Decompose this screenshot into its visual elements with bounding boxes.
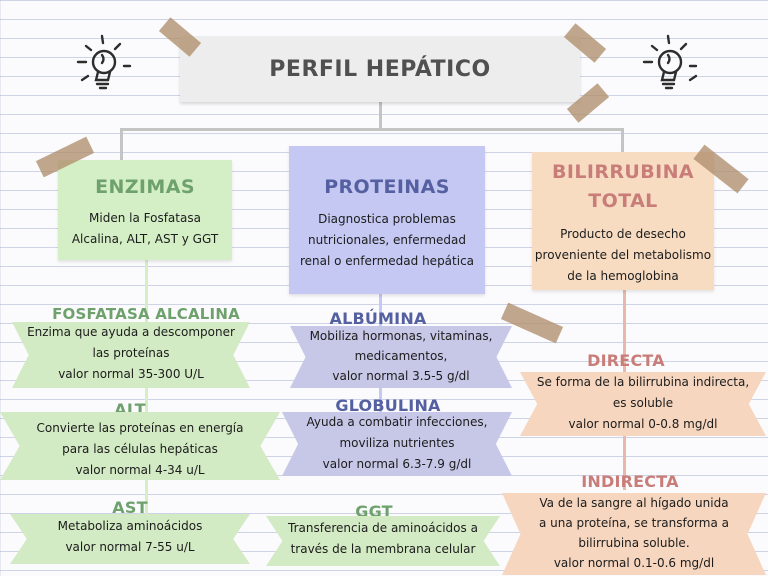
alt-line: para las células hepáticas xyxy=(62,442,218,456)
lightbulb-icon xyxy=(634,28,710,100)
lightbulb-icon xyxy=(58,28,134,100)
globulina-title: GLOBULINA xyxy=(335,396,441,415)
ggt-line: través de la membrana celular xyxy=(290,542,476,556)
alt-ribbon: Convierte las proteínas en energía para … xyxy=(0,412,280,480)
middle-tape xyxy=(500,302,564,344)
directa-line: valor normal 0-0.8 mg/dl xyxy=(568,417,718,431)
fosfatasa-line: valor normal 35-300 U/L xyxy=(58,367,204,381)
albumina-line: medicamentos, xyxy=(354,349,448,363)
albumina-line: Mobiliza hormonas, vitaminas, xyxy=(309,329,493,343)
alt-line: valor normal 4-34 u/L xyxy=(75,463,205,477)
albumina-title: ALBÚMINA xyxy=(329,309,427,328)
proteinas-header: PROTEINAS xyxy=(324,176,450,198)
globulina-ribbon: Ayuda a combatir infecciones, moviliza n… xyxy=(282,412,512,476)
indirecta-line: Va de la sangre al hígado unida xyxy=(539,496,729,510)
globulina-line: valor normal 6.3-7.9 g/dl xyxy=(322,457,472,471)
indirecta-line: a una proteína, se transforma a xyxy=(539,516,729,530)
ast-line: Metaboliza aminoácidos xyxy=(57,519,203,533)
branch-horizontal xyxy=(120,128,624,131)
alt-line: Convierte las proteínas en energía xyxy=(36,421,244,435)
fosfatasa-ribbon: Enzima que ayuda a descomponer las prote… xyxy=(12,322,250,388)
title-box: PERFIL HEPÁTICO xyxy=(180,36,580,102)
proteinas-line: nutricionales, enfermedad xyxy=(308,233,466,247)
ast-ribbon: Metaboliza aminoácidos valor normal 7-55… xyxy=(10,514,250,564)
branch-left xyxy=(120,128,123,160)
enzimas-card: ENZIMAS Miden la Fosfatasa Alcalina, ALT… xyxy=(58,160,232,260)
enzimas-line: Alcalina, ALT, AST y GGT xyxy=(71,232,219,246)
ggt-ribbon: Transferencia de aminoácidos a través de… xyxy=(266,516,500,566)
proteinas-description: Diagnostica problemas nutricionales, enf… xyxy=(289,209,485,272)
ggt-line: Transferencia de aminoácidos a xyxy=(288,521,478,535)
bilirrubina-header: BILIRRUBINA TOTAL xyxy=(532,158,714,216)
directa-line: es soluble xyxy=(612,396,674,410)
bilirrubina-line: Producto de desecho xyxy=(560,227,686,241)
globulina-line: Ayuda a combatir infecciones, xyxy=(306,415,488,429)
indirecta-title: INDIRECTA xyxy=(581,472,679,491)
fosfatasa-line: las proteínas xyxy=(92,346,170,360)
enzimas-description: Miden la Fosfatasa Alcalina, ALT, AST y … xyxy=(58,208,232,250)
enzimas-header: ENZIMAS xyxy=(95,176,195,198)
directa-line: Se forma de la bilirrubina indirecta, xyxy=(536,375,750,389)
fosfatasa-title: FOSFATASA ALCALINA xyxy=(52,305,240,323)
fosfatasa-line: Enzima que ayuda a descomponer xyxy=(27,325,235,339)
albumina-line: valor normal 3.5-5 g/dl xyxy=(332,369,470,383)
bilirrubina-card: BILIRRUBINA TOTAL Producto de desecho pr… xyxy=(532,152,714,290)
bilirrubina-line: proveniente del metabolismo xyxy=(534,248,712,262)
indirecta-ribbon: Va de la sangre al hígado unida a una pr… xyxy=(502,493,766,575)
enzimas-stem xyxy=(145,260,148,560)
bilirrubina-header-line: BILIRRUBINA xyxy=(552,161,694,183)
albumina-ribbon: Mobiliza hormonas, vitaminas, medicament… xyxy=(290,326,512,388)
bilirrubina-line: de la hemoglobina xyxy=(567,269,679,283)
ast-line: valor normal 7-55 u/L xyxy=(65,540,195,554)
bilirrubina-header-line: TOTAL xyxy=(588,190,658,212)
title-stem xyxy=(379,102,382,130)
indirecta-line: valor normal 0.1-0.6 mg/dl xyxy=(553,556,715,570)
directa-title: DIRECTA xyxy=(587,351,665,370)
ast-title: AST xyxy=(112,498,148,517)
proteinas-line: renal o enfermedad hepática xyxy=(299,254,475,268)
proteinas-card: PROTEINAS Diagnostica problemas nutricio… xyxy=(289,146,485,294)
page-title: PERFIL HEPÁTICO xyxy=(269,56,491,82)
globulina-line: moviliza nutrientes xyxy=(339,436,455,450)
branch-right xyxy=(621,128,624,152)
indirecta-line: bilirrubina soluble. xyxy=(578,536,690,550)
directa-ribbon: Se forma de la bilirrubina indirecta, es… xyxy=(520,372,766,436)
enzimas-line: Miden la Fosfatasa xyxy=(89,211,201,225)
bilirrubina-description: Producto de desecho proveniente del meta… xyxy=(532,224,714,287)
proteinas-line: Diagnostica problemas xyxy=(318,212,456,226)
